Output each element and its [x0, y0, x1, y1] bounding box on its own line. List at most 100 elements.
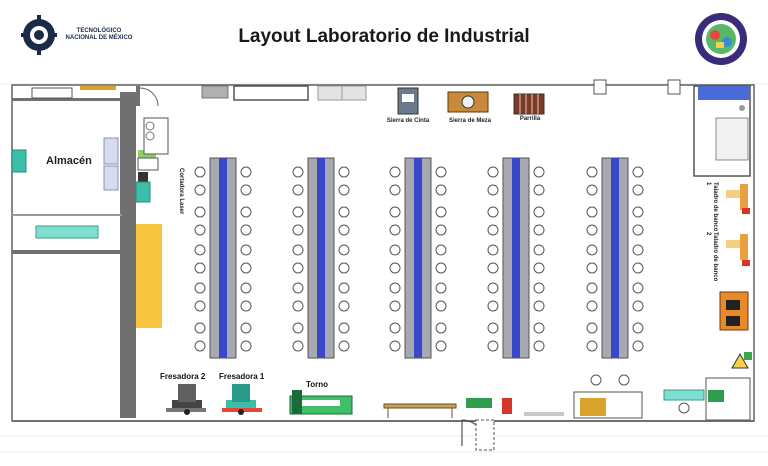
chair [389, 340, 401, 352]
chair [487, 244, 499, 256]
chair [389, 166, 401, 178]
milling-1-label: Fresadora 1 [219, 372, 265, 381]
chair [194, 224, 206, 236]
chair [435, 224, 447, 236]
table-saw-label: Sierra de Meza [448, 118, 492, 124]
chair [338, 282, 350, 294]
chair [533, 300, 545, 312]
exit-sign-icon [466, 398, 512, 414]
chair [435, 300, 447, 312]
table-center-strip [414, 158, 422, 358]
chair [389, 300, 401, 312]
chair [194, 300, 206, 312]
grill-label: Parrilla [519, 116, 541, 122]
chair [435, 206, 447, 218]
chair [338, 166, 350, 178]
chair [586, 184, 598, 196]
warning-sign-icon [731, 352, 752, 369]
chair [632, 184, 644, 196]
chair [292, 322, 304, 334]
chair [389, 262, 401, 274]
chair [487, 206, 499, 218]
work-table [292, 157, 350, 359]
chair [435, 184, 447, 196]
institute-seal-icon [694, 12, 748, 66]
chair [240, 206, 252, 218]
chair [632, 282, 644, 294]
drill-press-2-icon [726, 234, 750, 266]
chair [240, 340, 252, 352]
chair [292, 224, 304, 236]
emergency-exit-icon [708, 390, 724, 402]
band-saw-label: Sierra de Cinta [386, 118, 430, 124]
chair [292, 206, 304, 218]
lathe-label: Torno [306, 380, 329, 389]
chair [194, 322, 206, 334]
chair [389, 224, 401, 236]
chair [632, 300, 644, 312]
drill-2-label: Taladro de banco 2 [705, 232, 718, 282]
chair [487, 300, 499, 312]
chair [586, 340, 598, 352]
chair [533, 282, 545, 294]
chair [487, 224, 499, 236]
chair [292, 282, 304, 294]
chair [435, 322, 447, 334]
chair [632, 206, 644, 218]
chair [487, 184, 499, 196]
work-table [487, 157, 545, 359]
teal-desk [663, 389, 705, 414]
chair [338, 340, 350, 352]
laser-cutter-label: Cortadora Laser [178, 168, 184, 215]
chair [240, 300, 252, 312]
chair [632, 262, 644, 274]
chair [292, 166, 304, 178]
drill-press-1-icon [726, 184, 750, 214]
bottom-shelf [524, 412, 564, 416]
floor-grid [0, 83, 768, 453]
milling-machine-1-icon [222, 384, 262, 415]
work-table [194, 157, 252, 359]
chair [338, 244, 350, 256]
table-saw-icon [447, 91, 489, 113]
chair [435, 166, 447, 178]
logo-left-text: TECNOLÓGICO NACIONAL DE MÉXICO [65, 28, 133, 41]
chair [586, 244, 598, 256]
chair [240, 184, 252, 196]
chair [586, 300, 598, 312]
chair [338, 206, 350, 218]
chair [533, 206, 545, 218]
chair [487, 282, 499, 294]
chair [533, 262, 545, 274]
chair [338, 224, 350, 236]
bottom-wall [12, 420, 754, 422]
chair [632, 166, 644, 178]
chair [194, 244, 206, 256]
chair [487, 340, 499, 352]
chair [533, 244, 545, 256]
desk-with-chairs [573, 374, 643, 419]
orange-machine-icon [719, 291, 749, 331]
chair [240, 322, 252, 334]
chair [435, 262, 447, 274]
work-table [586, 157, 644, 359]
chair [533, 224, 545, 236]
band-saw-icon [397, 87, 419, 115]
chair [435, 244, 447, 256]
chair [338, 300, 350, 312]
chair [240, 282, 252, 294]
drill-1-label: Taladro de banco 1 [705, 182, 718, 232]
chair [194, 340, 206, 352]
chair [533, 322, 545, 334]
chair [338, 262, 350, 274]
lathe-icon [289, 390, 353, 415]
chair [338, 322, 350, 334]
chair [632, 322, 644, 334]
almacen-walls [12, 92, 136, 418]
chair [586, 282, 598, 294]
table-center-strip [219, 158, 227, 358]
long-bench [383, 403, 457, 418]
chair [194, 206, 206, 218]
chair [389, 322, 401, 334]
